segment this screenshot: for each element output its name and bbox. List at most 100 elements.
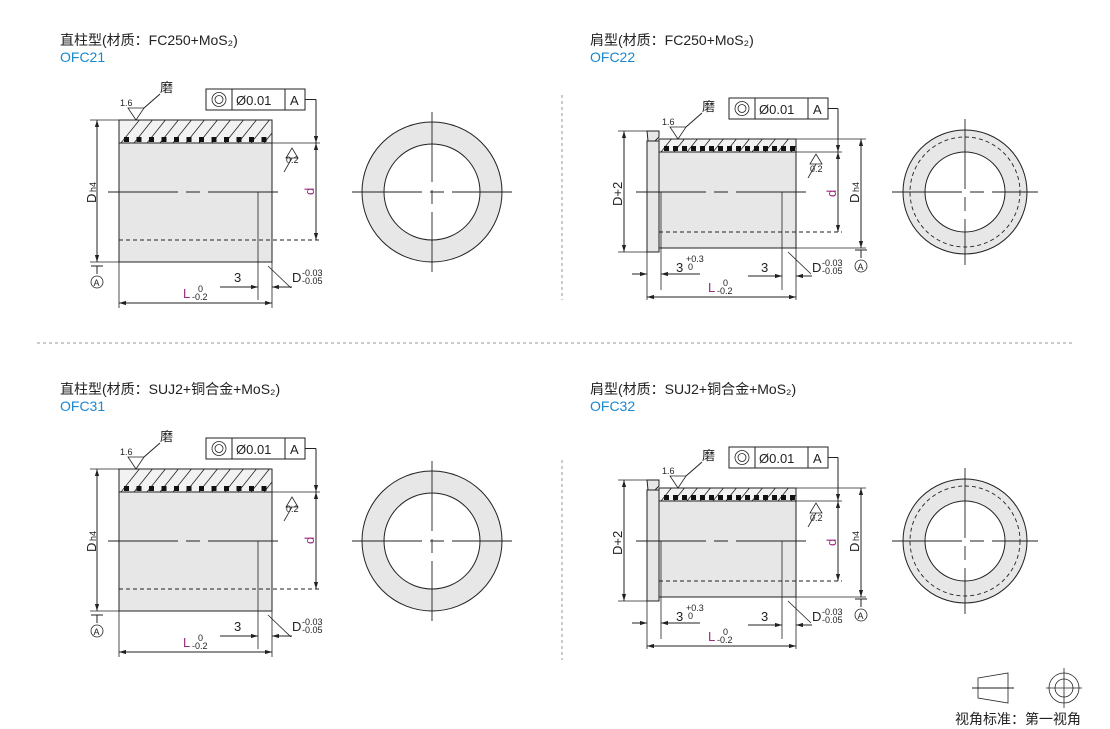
datum-letter: A xyxy=(858,611,864,621)
datum-circle xyxy=(90,275,104,289)
hatch-line xyxy=(250,468,270,493)
graphite-plug xyxy=(211,137,217,142)
graphite-plug xyxy=(261,486,267,491)
end-diameter-upper-tol: -0.03 xyxy=(302,268,323,278)
gdt-tolerance: Ø0.01 xyxy=(759,451,794,466)
end-diameter-label: D xyxy=(812,260,821,275)
flange-thickness-label: 3 xyxy=(676,260,683,275)
product-code: OFC31 xyxy=(60,398,105,414)
length-label: L xyxy=(708,280,715,295)
graphite-plug xyxy=(763,495,768,500)
roughness-value: 1.6 xyxy=(662,466,675,476)
graphite-plug xyxy=(211,486,217,491)
flange-thickness-lower-tol: 0 xyxy=(688,262,693,272)
outer-diameter-tol: h4 xyxy=(88,182,98,192)
flange xyxy=(646,489,660,602)
graphite-plug xyxy=(673,146,678,151)
datum-letter: A xyxy=(858,262,864,272)
length-upper-tol: 0 xyxy=(198,633,203,643)
outer-diameter-tol: h4 xyxy=(851,531,861,541)
hatch-line xyxy=(686,487,698,502)
grind-note: 磨 xyxy=(160,429,173,444)
line xyxy=(807,512,817,528)
end-diameter-leader xyxy=(267,265,292,289)
graphite-plug xyxy=(186,486,192,491)
graphite-plug xyxy=(664,495,669,500)
end-diameter-leader xyxy=(787,600,812,624)
flange-thickness-upper-tol: +0.3 xyxy=(686,603,704,613)
line xyxy=(143,93,161,109)
panel-title: 直柱型(材质：SUJ2+铜合金+MoS₂) xyxy=(60,381,280,397)
graphite-plug xyxy=(261,137,267,142)
length-label: L xyxy=(708,629,715,644)
graphite-plug xyxy=(718,495,723,500)
length-upper-tol: 0 xyxy=(723,278,728,288)
roughness-inner-value: 0.2 xyxy=(286,155,299,165)
graphite-plug xyxy=(664,146,669,151)
graphite-plug xyxy=(691,495,696,500)
surface-roughness-icon xyxy=(127,456,145,470)
length-lower-tol: -0.2 xyxy=(192,292,208,302)
flange-thickness-lower-tol: 0 xyxy=(688,611,693,621)
gdt-datum: A xyxy=(290,442,299,457)
inner-diameter-label: d xyxy=(824,539,839,546)
graphite-plug xyxy=(727,146,732,151)
graphite-plug xyxy=(124,486,129,491)
datum-letter: A xyxy=(94,627,100,637)
bushing-body xyxy=(658,151,797,249)
roughness-value: 1.6 xyxy=(120,447,133,457)
hatch-line xyxy=(751,138,763,153)
graphite-plug xyxy=(745,146,750,151)
graphite-plug xyxy=(682,146,687,151)
outer-diameter-tol: h4 xyxy=(88,531,98,541)
inner-diameter-label: d xyxy=(302,188,317,195)
roughness-inner-value: 0.2 xyxy=(286,504,299,514)
bushing-body xyxy=(118,491,273,612)
end-diameter-lower-tol: -0.05 xyxy=(302,625,323,635)
concentricity-icon xyxy=(734,101,750,116)
length-lower-tol: -0.2 xyxy=(192,641,208,651)
hatch-line xyxy=(777,138,789,153)
graphite-plug xyxy=(224,486,229,491)
end-diameter-upper-tol: -0.03 xyxy=(822,258,843,268)
line xyxy=(685,461,703,477)
graphite-plug xyxy=(174,486,179,491)
end-diameter-lower-tol: -0.05 xyxy=(302,276,323,286)
outer-diameter-label: D xyxy=(84,543,99,552)
graphite-plug xyxy=(781,146,786,151)
outer-diameter-label: D xyxy=(847,543,862,552)
hatch-line xyxy=(751,487,763,502)
concentricity-icon-inner xyxy=(737,104,747,113)
graphite-plug xyxy=(136,137,142,142)
graphite-plug xyxy=(763,146,768,151)
bushing-body xyxy=(118,142,273,263)
end-diameter-leader xyxy=(267,614,292,638)
gdt-datum: A xyxy=(813,451,822,466)
line xyxy=(283,506,293,522)
graphite-plug xyxy=(790,146,795,151)
graphite-plug xyxy=(161,137,167,142)
gdt-datum: A xyxy=(290,93,299,108)
end-diameter-leader xyxy=(787,251,812,275)
grind-note: 磨 xyxy=(702,99,715,114)
panel-title: 直柱型(材质：FC250+MoS₂) xyxy=(60,32,238,48)
surface-roughness-icon xyxy=(127,107,145,121)
graphite-plug xyxy=(691,146,696,151)
roughness-inner-value: 0.2 xyxy=(810,164,823,174)
outer-diameter-label: D xyxy=(847,194,862,203)
concentricity-icon xyxy=(211,441,227,456)
graphite-plug xyxy=(136,486,142,491)
bushing-body xyxy=(658,500,797,598)
length-upper-tol: 0 xyxy=(723,627,728,637)
datum-circle xyxy=(90,624,104,638)
surface-roughness-icon xyxy=(669,126,687,140)
surface-roughness-icon xyxy=(669,475,687,489)
gdt-tolerance: Ø0.01 xyxy=(236,93,271,108)
length-label: L xyxy=(183,286,190,301)
outer-diameter-label: D xyxy=(84,194,99,203)
graphite-plug xyxy=(236,486,242,491)
graphite-plug xyxy=(186,137,192,142)
graphite-plug xyxy=(736,495,741,500)
